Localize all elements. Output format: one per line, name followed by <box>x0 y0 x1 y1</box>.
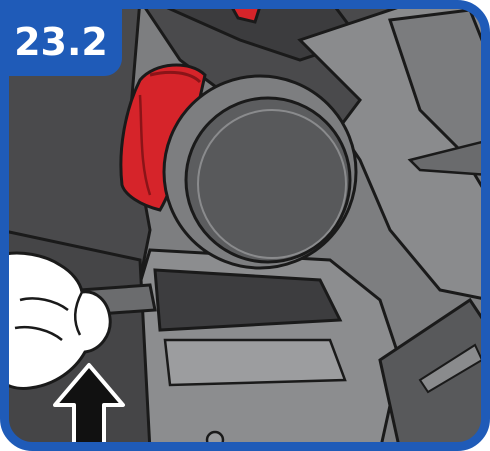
base-band <box>155 270 340 330</box>
base-panel <box>165 340 345 385</box>
round-knob-icon <box>164 76 356 268</box>
step-number: 23.2 <box>14 20 108 64</box>
step-badge: 23.2 <box>0 0 122 76</box>
